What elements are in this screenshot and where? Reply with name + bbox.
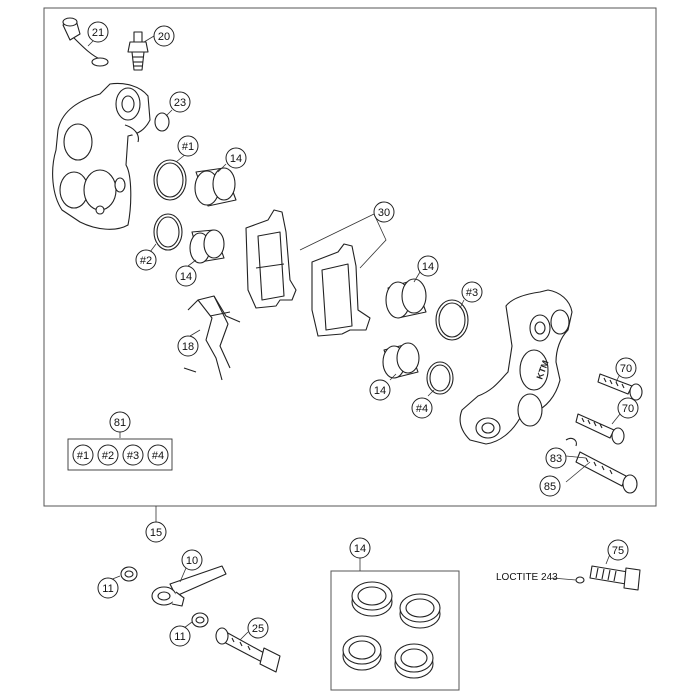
callout-15: 81 bbox=[109, 411, 131, 433]
callout-14: 70 bbox=[617, 397, 639, 419]
callout-label: 85 bbox=[544, 481, 556, 493]
callout-4: 14 bbox=[225, 147, 247, 169]
seal-2-part bbox=[153, 213, 183, 251]
callout-2: 23 bbox=[169, 91, 191, 113]
piston-upper-right bbox=[385, 278, 427, 319]
left-caliper-half bbox=[52, 82, 151, 230]
mounting-bolt-upper bbox=[597, 373, 643, 401]
callout-label: 70 bbox=[622, 403, 634, 415]
callout-label: 10 bbox=[186, 555, 198, 567]
kit-81-group-box bbox=[67, 438, 173, 471]
callout-8: 14 bbox=[417, 255, 439, 277]
callout-label: 75 bbox=[612, 545, 624, 557]
callout-label: 20 bbox=[158, 31, 170, 43]
clip-part bbox=[565, 437, 577, 447]
seal-3-part bbox=[435, 299, 469, 341]
piston-upper-left bbox=[194, 167, 237, 207]
callout-layer: 21 20 23 #1 14 30 #2 14 14 #3 18 70 14 #4 70 81 83 85 15 10… bbox=[87, 21, 639, 647]
callout-10: 18 bbox=[177, 335, 199, 357]
loctite-label: LOCTITE 243 bbox=[496, 572, 558, 583]
bolt-75-part bbox=[589, 565, 641, 591]
callout-label: #2 bbox=[140, 255, 152, 267]
callout-9: #3 bbox=[461, 281, 483, 303]
piston-lower-left bbox=[189, 229, 225, 264]
callout-7: 14 bbox=[175, 265, 197, 287]
pad-spring-part bbox=[183, 295, 241, 381]
kit-piston-1 bbox=[351, 581, 393, 617]
callout-label: 14 bbox=[422, 261, 434, 273]
callout-label: 18 bbox=[182, 341, 194, 353]
callout-20: 14 bbox=[349, 537, 371, 559]
callout-label: 14 bbox=[354, 543, 366, 555]
callout-12: 14 bbox=[369, 379, 391, 401]
callout-label: 23 bbox=[174, 97, 186, 109]
brake-pad-right bbox=[311, 243, 371, 337]
callout-3: #1 bbox=[177, 135, 199, 157]
banjo-fitting-part bbox=[151, 565, 227, 607]
right-caliper-half bbox=[459, 289, 573, 445]
callout-1: 20 bbox=[153, 25, 175, 47]
brake-pad-left bbox=[245, 209, 297, 309]
callout-22: 11 bbox=[97, 577, 119, 599]
callout-label: 15 bbox=[150, 527, 162, 539]
callout-0: 21 bbox=[87, 21, 109, 43]
callout-label: #2 bbox=[102, 450, 114, 462]
leader-lines bbox=[87, 35, 621, 641]
callout-label: 14 bbox=[374, 385, 386, 397]
kit-callout-0: #1 bbox=[72, 444, 94, 466]
callout-label: 81 bbox=[114, 417, 126, 429]
mounting-bolt-middle bbox=[575, 413, 625, 445]
kit-callout-1: #2 bbox=[97, 444, 119, 466]
o-ring-part bbox=[154, 112, 170, 132]
bleeder-screw-part bbox=[127, 31, 149, 71]
kit-callout-layer: #1 #2 #3 #4 bbox=[72, 444, 169, 466]
callout-17: 85 bbox=[539, 475, 561, 497]
callout-label: 21 bbox=[92, 27, 104, 39]
bleeder-cap-part bbox=[62, 17, 109, 67]
seal-4-part bbox=[426, 361, 454, 395]
callout-18: 15 bbox=[145, 521, 167, 543]
callout-24: 25 bbox=[247, 617, 269, 639]
callout-label: #4 bbox=[152, 450, 164, 462]
seal-1-part bbox=[153, 159, 187, 201]
main-assembly-frame bbox=[43, 7, 657, 507]
callout-label: #3 bbox=[466, 287, 478, 299]
callout-23: 11 bbox=[169, 625, 191, 647]
callout-21: 75 bbox=[607, 539, 629, 561]
callout-11: 70 bbox=[615, 357, 637, 379]
callout-label: #3 bbox=[127, 450, 139, 462]
kit-piston-3 bbox=[342, 635, 382, 671]
kit-callout-2: #3 bbox=[122, 444, 144, 466]
callout-5: 30 bbox=[373, 201, 395, 223]
piston-kit-frame bbox=[330, 570, 460, 691]
callout-label: 25 bbox=[252, 623, 264, 635]
callout-label: #1 bbox=[182, 141, 194, 153]
mounting-bolt-long bbox=[575, 451, 638, 494]
callout-label: 14 bbox=[230, 153, 242, 165]
callout-label: 30 bbox=[378, 207, 390, 219]
callout-13: #4 bbox=[411, 397, 433, 419]
callout-16: 83 bbox=[545, 447, 567, 469]
callout-label: 11 bbox=[102, 583, 113, 595]
callout-label: #1 bbox=[77, 450, 89, 462]
callout-label: 11 bbox=[174, 631, 185, 643]
callout-19: 10 bbox=[181, 549, 203, 571]
piston-lower-right bbox=[382, 342, 420, 379]
callout-label: 70 bbox=[620, 363, 632, 375]
callout-label: 14 bbox=[180, 271, 192, 283]
kit-piston-4 bbox=[394, 643, 434, 679]
kit-piston-2 bbox=[399, 593, 441, 629]
callout-label: 83 bbox=[550, 453, 562, 465]
callout-label: #4 bbox=[416, 403, 428, 415]
kit-callout-3: #4 bbox=[147, 444, 169, 466]
banjo-bolt-part bbox=[215, 627, 281, 673]
callout-6: #2 bbox=[135, 249, 157, 271]
